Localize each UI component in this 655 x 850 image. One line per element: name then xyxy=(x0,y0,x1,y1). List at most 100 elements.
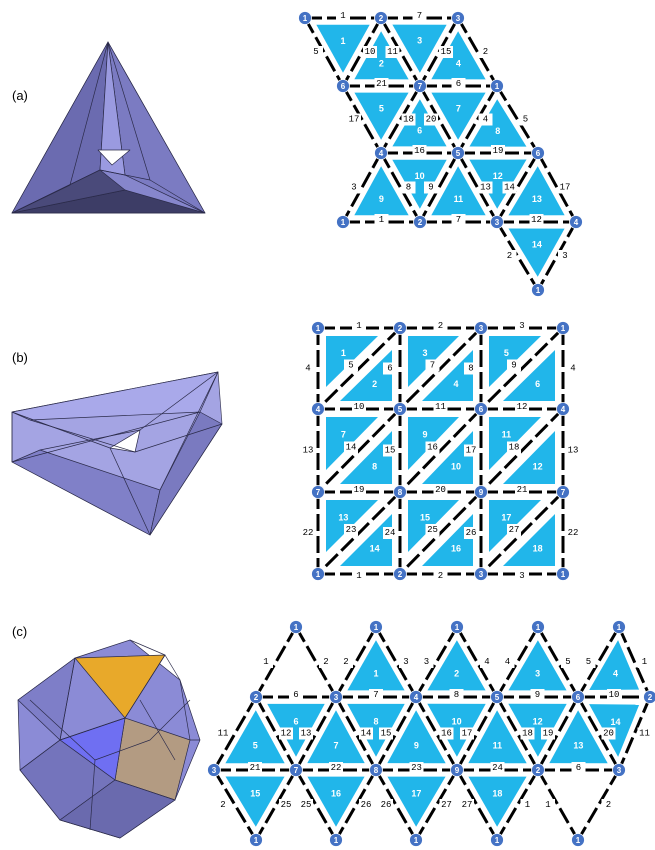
node-label-b: 3 xyxy=(479,570,484,579)
edge-label-b: 7 xyxy=(430,361,435,371)
edge-label-a: 21 xyxy=(376,79,387,89)
edge-label-b: 2 xyxy=(438,571,443,581)
edge-label-bg xyxy=(369,689,383,701)
node-a xyxy=(451,11,465,25)
node-c xyxy=(249,690,263,704)
face-a-11 xyxy=(431,166,486,216)
edge-label-bg xyxy=(637,727,652,740)
node-b xyxy=(393,402,407,416)
edge-label-bg xyxy=(401,113,416,126)
node-c xyxy=(369,763,383,777)
face-c-16 xyxy=(307,776,365,827)
edge-label-bg xyxy=(412,10,427,22)
face-label-a: 6 xyxy=(417,126,422,136)
node-label-c: 1 xyxy=(536,623,541,632)
edge-label-b: 6 xyxy=(387,364,392,374)
edge-label-bg xyxy=(478,181,493,194)
edge-c xyxy=(495,696,540,771)
edge-label-bg xyxy=(347,181,361,194)
face-label-c: 9 xyxy=(414,741,419,751)
edge-label-bg xyxy=(507,359,521,372)
node-b xyxy=(556,567,570,581)
edge-a xyxy=(418,85,460,154)
edge-label-c: 2 xyxy=(606,800,611,810)
edge-label-c: 4 xyxy=(505,657,510,667)
node-label-a: 1 xyxy=(303,14,308,23)
node-label-a: 3 xyxy=(495,218,500,227)
edge-label-b: 10 xyxy=(354,402,365,412)
edge-label-bg xyxy=(344,359,358,372)
edge-a xyxy=(495,221,540,291)
node-b xyxy=(556,485,570,499)
face-b-10 xyxy=(422,431,473,484)
edge-label-bg xyxy=(637,656,652,668)
face-c-17 xyxy=(387,776,446,827)
face-label-b: 13 xyxy=(338,512,348,522)
edge-label-b: 21 xyxy=(517,485,528,495)
node-label-c: 3 xyxy=(617,766,622,775)
edge-label-bg xyxy=(491,145,505,157)
edge-label-bg xyxy=(336,10,350,22)
face-label-b: 9 xyxy=(422,430,427,440)
node-c xyxy=(450,763,464,777)
edge-label-bg xyxy=(433,484,448,496)
node-label-c: 1 xyxy=(294,623,299,632)
edge-label-bg xyxy=(347,113,361,126)
edge-label-bg xyxy=(424,181,438,194)
edge-c xyxy=(414,696,459,771)
node-label-b: 1 xyxy=(561,324,566,333)
node-c xyxy=(409,690,423,704)
face-label-b: 10 xyxy=(451,461,461,471)
edge-label-bg xyxy=(566,444,580,457)
face-label-c: 16 xyxy=(331,788,341,798)
face-c-15 xyxy=(225,776,285,827)
edge-c xyxy=(334,769,378,841)
edge-label-c: 15 xyxy=(381,729,392,739)
edge-label-bg xyxy=(541,727,555,740)
edge-label-bg xyxy=(464,362,478,375)
edge-label-c: 25 xyxy=(301,800,312,810)
edge-c xyxy=(414,769,459,841)
node-b xyxy=(311,485,325,499)
edge-a xyxy=(456,17,499,87)
edge-label-bg xyxy=(352,320,366,332)
edge-label-bg xyxy=(478,46,493,58)
face-b-16 xyxy=(422,514,473,566)
panel-label-c: (c) xyxy=(12,624,28,639)
edge-label-c: 3 xyxy=(403,657,408,667)
edge-label-a: 4 xyxy=(483,115,488,125)
edge-label-a: 17 xyxy=(560,183,571,193)
node-label-a: 4 xyxy=(379,149,384,158)
node-label-b: 4 xyxy=(316,405,321,414)
face-label-b: 3 xyxy=(422,348,427,358)
face-b-14 xyxy=(340,514,392,566)
edge-label-c: 12 xyxy=(281,729,292,739)
edge-c xyxy=(212,696,258,771)
edge-label-bg xyxy=(451,78,466,90)
edge-label-bg xyxy=(374,214,389,226)
edge-a xyxy=(379,152,422,223)
edge-label-c: 16 xyxy=(441,729,452,739)
node-label-a: 1 xyxy=(341,218,346,227)
node-label-a: 2 xyxy=(418,218,423,227)
node-label-c: 2 xyxy=(536,766,541,775)
edge-label-bg xyxy=(352,484,366,496)
edge-label-bg xyxy=(379,727,393,740)
edge-label-bg xyxy=(344,524,358,536)
edge-label-a: 9 xyxy=(428,183,433,193)
edge-label-bg xyxy=(329,762,343,774)
face-label-a: 12 xyxy=(493,171,503,181)
edge-label-bg xyxy=(339,656,353,668)
edge-label-c: 1 xyxy=(642,657,647,667)
node-label-c: 1 xyxy=(495,836,500,845)
node-a xyxy=(374,11,388,25)
edge-c xyxy=(334,696,378,771)
node-label-c: 6 xyxy=(576,693,581,702)
node-label-a: 5 xyxy=(456,149,461,158)
face-label-a: 2 xyxy=(379,58,384,68)
face-label-b: 17 xyxy=(501,512,511,522)
edge-a xyxy=(536,221,578,291)
edge-label-a: 2 xyxy=(483,47,488,57)
node-label-a: 6 xyxy=(341,82,346,91)
